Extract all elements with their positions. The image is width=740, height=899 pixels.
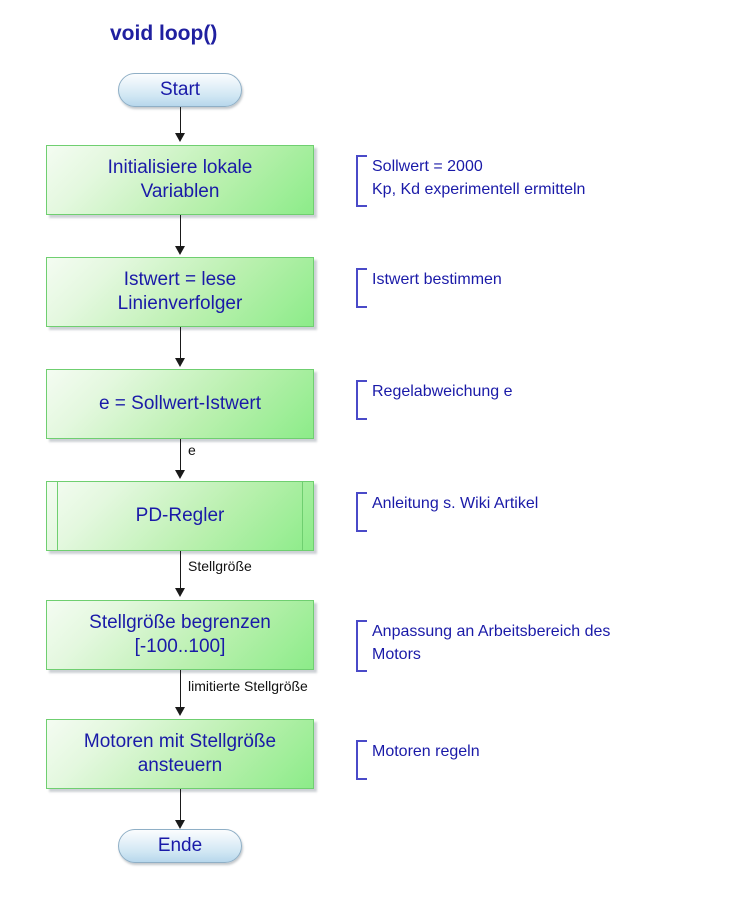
node-limit-label: Stellgröße begrenzen [-100..100]	[81, 611, 279, 659]
note-motoren-regeln: Motoren regeln	[356, 740, 686, 780]
connector-read-error	[180, 327, 181, 365]
arrowhead-error-pd	[175, 470, 185, 479]
note-anleitung-text: Anleitung s. Wiki Artikel	[372, 495, 539, 512]
bracket-icon	[356, 492, 367, 532]
note-anpassung-text: Anpassung an Arbeitsbereich des Motors	[372, 623, 611, 664]
node-limit-line1: Stellgröße begrenzen	[89, 612, 271, 634]
page-title: void loop()	[110, 22, 218, 45]
bracket-icon	[356, 620, 367, 672]
connector-motors-end	[180, 789, 181, 827]
node-pd-line1: PD-Regler	[135, 505, 225, 527]
node-stellgroesse-begrenzen[interactable]: Stellgröße begrenzen [-100..100]	[46, 600, 314, 670]
edge-label-limitierte-stellgroesse: limitierte Stellgröße	[188, 678, 308, 694]
node-motors-line2: ansteuern	[137, 755, 223, 776]
edge-label-e: e	[188, 442, 196, 458]
node-pd-label: PD-Regler	[128, 504, 233, 528]
node-error-label: e = Sollwert-Istwert	[91, 392, 269, 416]
arrowhead-read-error	[175, 358, 185, 367]
arrowhead-limit-motors	[175, 707, 185, 716]
edge-label-stellgroesse: Stellgröße	[188, 558, 252, 574]
node-end[interactable]: Ende	[118, 829, 242, 863]
arrowhead-init-read	[175, 246, 185, 255]
arrowhead-start-init	[175, 133, 185, 142]
node-limit-line2: [-100..100]	[134, 636, 226, 657]
node-read-label: Istwert = lese Linienverfolger	[110, 268, 251, 316]
node-init-label: Initialisiere lokale Variablen	[100, 156, 261, 204]
bracket-icon	[356, 380, 367, 420]
bracket-icon	[356, 740, 367, 780]
note-istwert-text: Istwert bestimmen	[372, 271, 502, 288]
node-read-line2: Linienverfolger	[117, 293, 243, 314]
node-motors-label: Motoren mit Stellgröße ansteuern	[76, 730, 284, 778]
arrowhead-pd-limit	[175, 588, 185, 597]
node-init-line2: Variablen	[140, 181, 220, 202]
connector-pd-limit	[180, 551, 181, 595]
node-motoren-ansteuern[interactable]: Motoren mit Stellgröße ansteuern	[46, 719, 314, 789]
node-init-line1: Initialisiere lokale	[107, 157, 253, 179]
node-start[interactable]: Start	[118, 73, 242, 107]
note-istwert: Istwert bestimmen	[356, 268, 686, 308]
node-end-label: Ende	[157, 835, 203, 856]
node-e-sollwert-istwert[interactable]: e = Sollwert-Istwert	[46, 369, 314, 439]
note-motoren-regeln-text: Motoren regeln	[372, 743, 480, 760]
note-initialisiere-text: Sollwert = 2000 Kp, Kd experimentell erm…	[372, 158, 586, 199]
connector-init-read	[180, 215, 181, 253]
bracket-icon	[356, 268, 367, 308]
node-error-line1: e = Sollwert-Istwert	[98, 393, 262, 415]
node-motors-line1: Motoren mit Stellgröße	[83, 731, 277, 753]
note-anleitung: Anleitung s. Wiki Artikel	[356, 492, 686, 532]
bracket-icon	[356, 155, 367, 207]
note-regelabweichung-text: Regelabweichung e	[372, 383, 513, 400]
node-pd-regler[interactable]: PD-Regler	[46, 481, 314, 551]
node-read-line1: Istwert = lese	[123, 269, 237, 291]
arrowhead-motors-end	[175, 820, 185, 829]
node-istwert-lese-linienverfolger[interactable]: Istwert = lese Linienverfolger	[46, 257, 314, 327]
note-anpassung: Anpassung an Arbeitsbereich des Motors	[356, 620, 696, 672]
note-initialisiere: Sollwert = 2000 Kp, Kd experimentell erm…	[356, 155, 686, 207]
note-regelabweichung: Regelabweichung e	[356, 380, 686, 420]
node-initialisiere-lokale-variablen[interactable]: Initialisiere lokale Variablen	[46, 145, 314, 215]
connector-start-init	[180, 107, 181, 140]
node-start-label: Start	[159, 79, 201, 100]
connector-limit-motors	[180, 670, 181, 714]
connector-error-pd	[180, 439, 181, 477]
